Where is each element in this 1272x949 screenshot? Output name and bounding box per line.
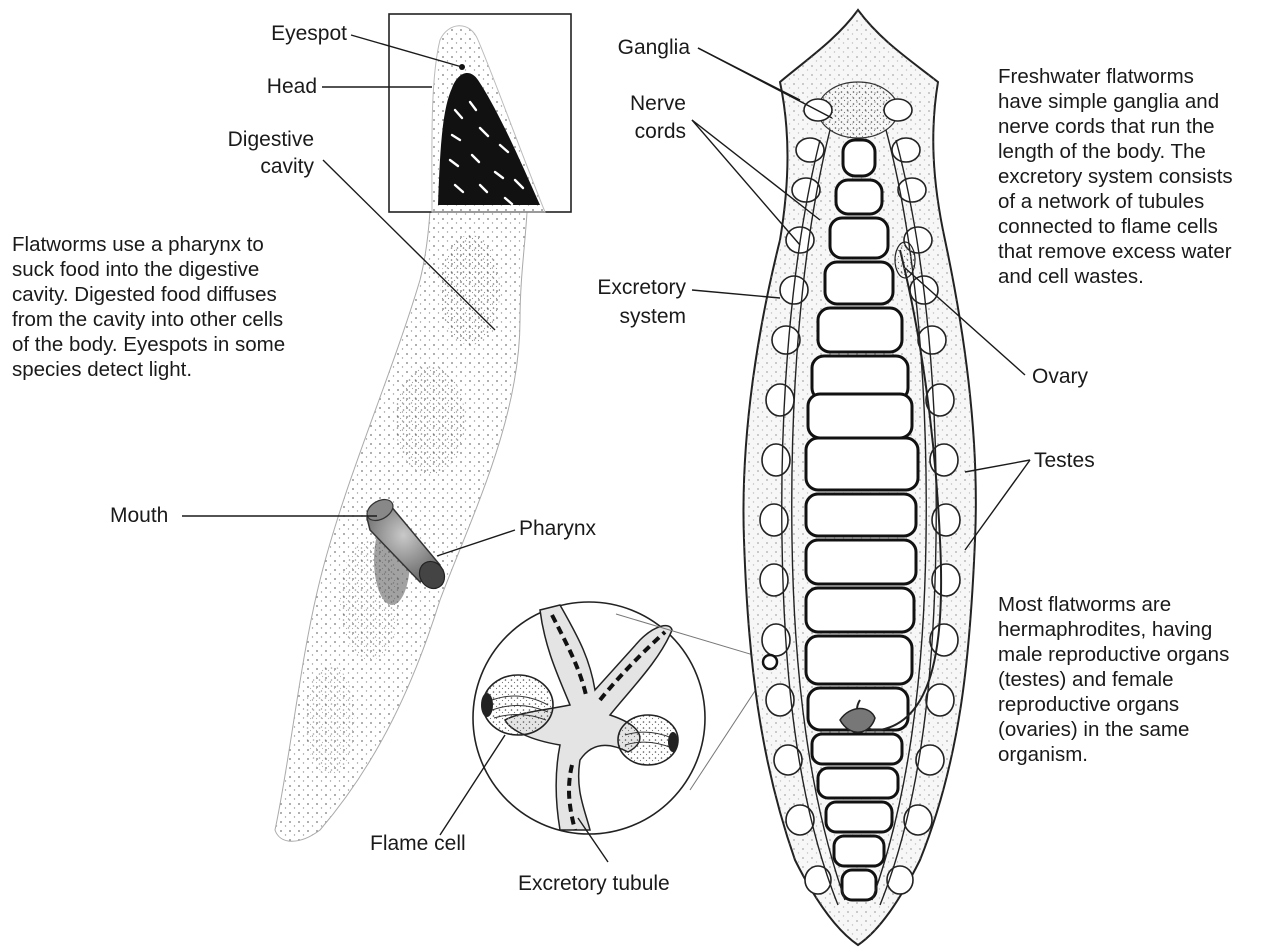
paragraph-reproduction: Most flatworms are hermaphrodites, havin… [998, 592, 1270, 767]
label-nerve-cords-line1: Nerve [580, 92, 686, 116]
label-pharynx: Pharynx [519, 517, 596, 541]
label-eyespot: Eyespot [220, 22, 347, 46]
label-digestive-cavity-line1: Digestive [180, 128, 314, 152]
ovary-organ [895, 242, 915, 278]
label-digestive-cavity-line2: cavity [180, 155, 314, 179]
label-ovary: Ovary [1032, 365, 1088, 389]
label-head: Head [220, 75, 317, 99]
label-mouth: Mouth [110, 504, 168, 528]
paragraph-nervous-excretory: Freshwater flatworms have simple ganglia… [998, 64, 1270, 289]
head-inset [389, 14, 571, 212]
label-flame-cell: Flame cell [370, 832, 466, 856]
flame-cell-marker [763, 655, 777, 669]
paragraph-digestion: Flatworms use a pharynx to suck food int… [12, 232, 332, 382]
label-excretory-tubule: Excretory tubule [518, 872, 670, 896]
dorsal-view-flatworm [743, 10, 975, 945]
flame-cell-inset [473, 602, 770, 834]
label-excretory-system-line2: system [560, 305, 686, 329]
label-excretory-system-line1: Excretory [560, 276, 686, 300]
label-testes: Testes [1034, 449, 1095, 473]
label-nerve-cords-line2: cords [580, 120, 686, 144]
label-ganglia: Ganglia [580, 36, 690, 60]
flame-cell-bulb-right [618, 715, 678, 765]
